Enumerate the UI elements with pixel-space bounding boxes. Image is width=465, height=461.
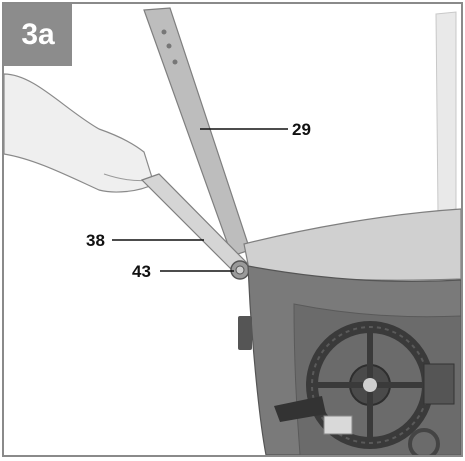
side-clip xyxy=(238,316,252,350)
instruction-figure: 3a 29 38 43 xyxy=(2,2,463,457)
callout-38: 38 xyxy=(86,231,105,250)
illustration xyxy=(4,7,461,455)
callout-43: 43 xyxy=(132,262,151,281)
figure-label: 3a xyxy=(4,4,72,66)
housing-rim xyxy=(243,208,461,281)
bolt-head xyxy=(235,265,245,275)
callout-29: 29 xyxy=(292,120,311,139)
leg-hole xyxy=(172,59,178,65)
lock-knob xyxy=(274,396,326,422)
rear-leg xyxy=(435,11,457,213)
lower-knob xyxy=(408,428,440,455)
leg-hole xyxy=(161,29,167,35)
mechanism xyxy=(423,363,455,405)
hand xyxy=(4,73,155,193)
hub-center xyxy=(363,378,377,392)
leg-hole xyxy=(166,43,172,49)
label-plate xyxy=(323,415,353,435)
